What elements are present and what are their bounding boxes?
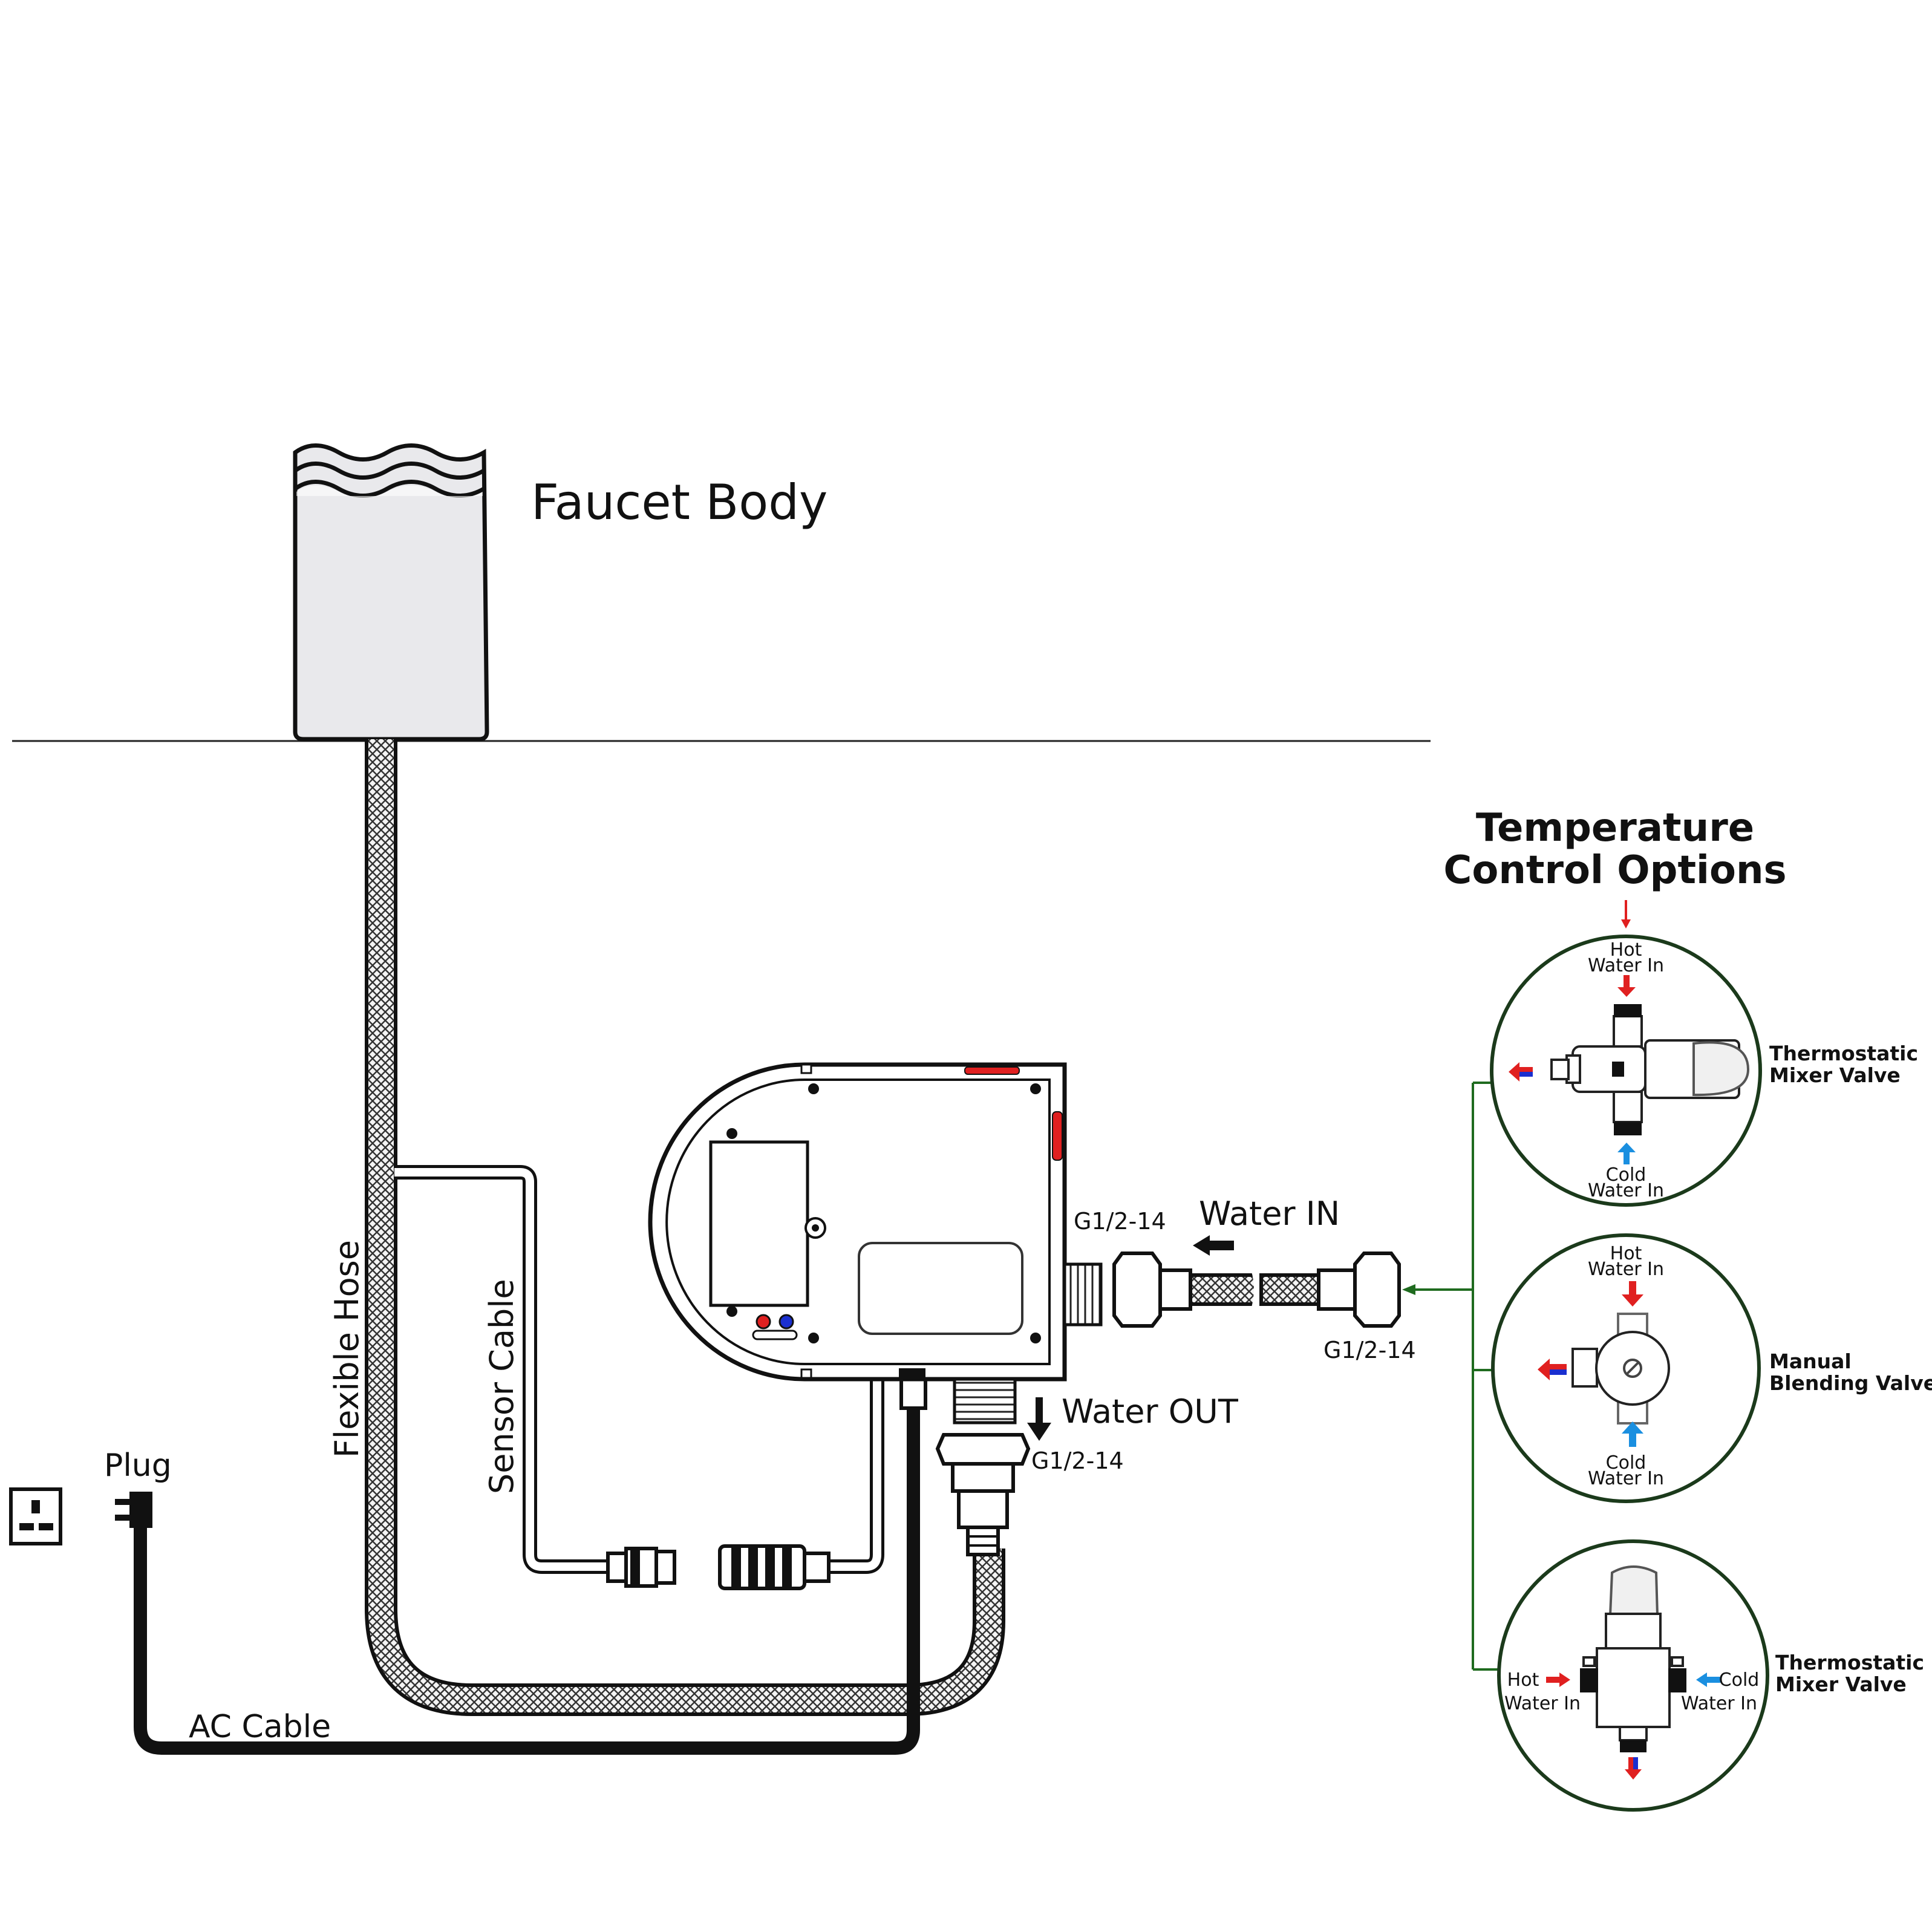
option-3-hot-label-line1: Hot: [1507, 1669, 1539, 1691]
option-2-hot-label-line1: Hot: [1610, 1243, 1642, 1264]
wall-socket-icon: [9, 1487, 62, 1545]
option-3-mixed-out-arrow-icon: [1625, 1757, 1642, 1780]
plug-label: Plug: [104, 1447, 172, 1484]
thread-top-label: G1/2-14: [1074, 1208, 1166, 1235]
solenoid-control-box: [648, 1062, 1067, 1382]
options-title-line1: Temperature: [1476, 806, 1754, 850]
water-in-label: Water IN: [1199, 1195, 1340, 1233]
thread-inlet-label: G1/2-14: [1323, 1337, 1416, 1363]
sensor-connector-female: [718, 1544, 831, 1590]
option-3-cold-arrow-icon: [1696, 1673, 1720, 1687]
option-3-hot-arrow-icon: [1546, 1673, 1570, 1687]
option-2-cold-label-line2: Water In: [1588, 1468, 1664, 1489]
hot-supply-arrow-icon: [1621, 900, 1631, 928]
option-2-hot-arrow-icon: [1622, 1281, 1643, 1307]
ac-cable: [134, 1403, 920, 1755]
water-out-label: Water OUT: [1062, 1392, 1239, 1431]
faucet-body: [293, 443, 489, 742]
option-2-hot-label-line2: Water In: [1588, 1259, 1664, 1280]
water-out-arrow-icon: [1027, 1397, 1051, 1441]
option-3-cold-label-line2: Water In: [1681, 1693, 1757, 1714]
option-1-thermostatic-valve: [1490, 935, 1762, 1207]
option-1-hot-label-line1: Hot: [1610, 939, 1642, 961]
option-1-name-line2: Mixer Valve: [1769, 1063, 1901, 1087]
inlet-hose-assembly: [1112, 1252, 1401, 1328]
option-3-name-line2: Mixer Valve: [1775, 1673, 1907, 1696]
option-2-name-line1: Manual: [1769, 1349, 1852, 1373]
option-1-cold-label-line1: Cold: [1606, 1164, 1646, 1186]
option-1-cold-arrow-icon: [1617, 1143, 1636, 1164]
option-3-hot-label-line2: Water In: [1504, 1693, 1581, 1714]
option-2-cold-label-line1: Cold: [1606, 1452, 1646, 1473]
flexible-hose: [365, 739, 1005, 1716]
sensor-cable: [394, 1165, 884, 1574]
flexible-hose-label: Flexible Hose: [328, 1240, 366, 1458]
option-1-hot-label-line2: Water In: [1588, 955, 1664, 976]
plug-icon: [115, 1492, 152, 1528]
sensor-connector-male: [606, 1547, 676, 1588]
faucet-body-label: Faucet Body: [531, 474, 827, 530]
inlet-thread: [1063, 1262, 1103, 1327]
option-1-mixed-out-arrow-icon: [1509, 1062, 1533, 1082]
water-in-arrow-icon: [1193, 1235, 1234, 1256]
option-2-name-line2: Blending Valve: [1769, 1371, 1932, 1395]
option-2-mixed-out-arrow-icon: [1538, 1359, 1567, 1380]
options-title-line2: Control Options: [1443, 848, 1786, 893]
thread-outlet-label: G1/2-14: [1031, 1447, 1124, 1474]
option-3-name-line1: Thermostatic: [1775, 1651, 1924, 1674]
option-2-cold-arrow-icon: [1622, 1421, 1643, 1447]
outlet-fitting: [935, 1377, 1031, 1556]
sensor-cable-label: Sensor Cable: [483, 1279, 521, 1494]
option-1-cold-label-line2: Water In: [1588, 1180, 1664, 1201]
option-1-name-line1: Thermostatic: [1769, 1042, 1918, 1065]
option-2-manual-blending-valve: [1491, 1233, 1761, 1503]
options-connector: [1406, 1082, 1500, 1671]
option-3-thermostatic-valve: [1497, 1539, 1769, 1812]
option-3-cold-label-line1: Cold: [1719, 1669, 1760, 1691]
options-connector-arrow-icon: [1402, 1284, 1415, 1295]
ac-cable-label: AC Cable: [189, 1709, 331, 1745]
option-1-hot-arrow-icon: [1617, 975, 1636, 997]
